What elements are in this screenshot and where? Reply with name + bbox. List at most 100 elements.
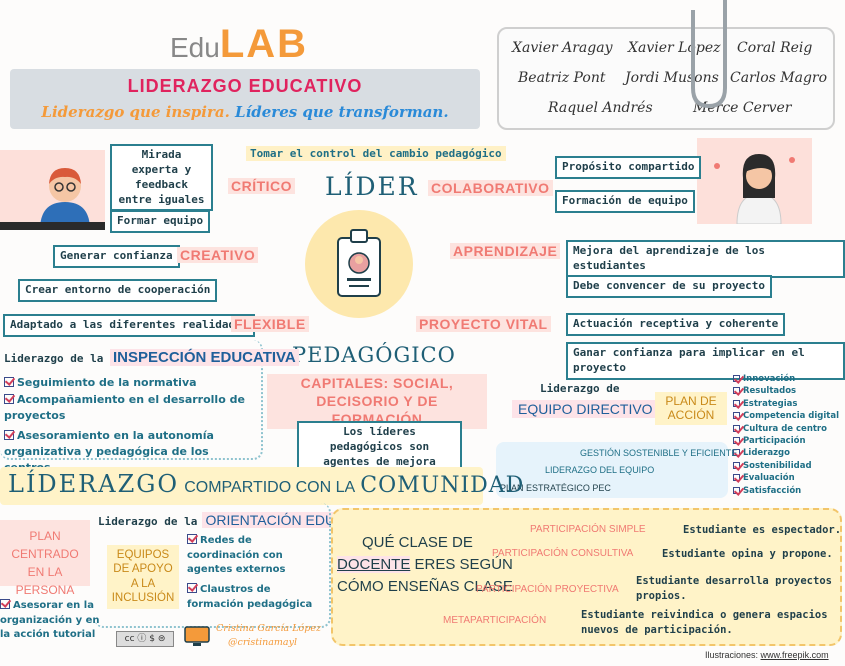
logo: EduLAB — [170, 22, 308, 67]
inspeccion-item-text: Acompañamiento en el desarrollo de proye… — [4, 393, 245, 422]
participacion-desc: Estudiante opina y propone. — [662, 548, 833, 560]
directivo-item: Participación — [733, 435, 843, 447]
participacion-label: METAPARTICIPACIÓN — [443, 615, 547, 626]
footer-link[interactable]: www.freepik.com — [760, 650, 829, 660]
gestion-label: GESTIÓN SOSTENIBLE Y EFICIENTE — [580, 448, 738, 458]
question-line2: DOCENTE ERES SEGÚN — [337, 556, 513, 573]
directivo-item: Sostenibilidad — [733, 460, 843, 472]
inspeccion-title: INSPECCIÓN EDUCATIVA — [109, 349, 299, 366]
directivo-list: Innovación Resultados Estrategias Compet… — [733, 373, 843, 497]
inspeccion-panel — [0, 340, 263, 460]
author: Beatriz Pont — [518, 70, 606, 86]
participacion-label: PARTICIPACIÓN CONSULTIVA — [492, 548, 634, 559]
asesorar-item: Asesorar en la organización y en la acci… — [0, 598, 105, 643]
comunidad-banner — [0, 467, 483, 505]
critico-label: CRÍTICO — [228, 178, 296, 194]
participacion-desc: Estudiante reivindica o genera espacios … — [581, 609, 828, 636]
actuacion-box: Actuación receptiva y coherente — [566, 313, 786, 336]
author: Xavier López — [628, 40, 721, 56]
directivo-item-text: Cultura de centro — [743, 423, 827, 434]
directivo-prefix: Liderazgo de — [540, 382, 620, 395]
slogan-part2: Líderes que transforman. — [235, 103, 449, 121]
directivo-strategy-panel — [496, 442, 728, 498]
orientacion-item-text: Claustros de formación pedagógica — [187, 584, 313, 610]
directivo-item: Innovación — [733, 373, 843, 385]
participacion-label: PARTICIPACIÓN SIMPLE — [530, 524, 646, 535]
directivo-item: Liderazgo — [733, 447, 843, 459]
proposito-box: Propósito compartido — [555, 156, 702, 179]
convencer-box: Debe convencer de su proyecto — [566, 275, 773, 298]
directivo-item-text: Satisfacción — [743, 485, 802, 496]
participacion-desc: Estudiante es espectador. — [683, 524, 842, 536]
authors-panel — [497, 27, 835, 130]
author: Xavier Aragay — [512, 40, 613, 56]
inspeccion-item-text: Seguimiento de la normativa — [17, 376, 197, 389]
directivo-item: Competencia digital — [733, 410, 843, 422]
comunidad-heading: LÍDERAZGO COMPARTIDO CON LA COMUNIDAD — [8, 470, 524, 498]
formar-box: Formar equipo — [110, 210, 211, 233]
liderazgo-equipo-label: LIDERAZGO DEL EQUIPO — [545, 465, 655, 475]
adaptado-box: Adaptado a las diferentes realidades — [3, 314, 256, 337]
plan-pec-label: PLAN ESTRATÉGICO PEC — [500, 483, 611, 493]
orientacion-item: Claustros de formación pedagógica — [187, 582, 322, 612]
participacion-label: PARTICIPACIÓN PROYECTIVA — [476, 584, 619, 595]
author: Jordi Musons — [625, 70, 719, 86]
title-banner — [10, 69, 480, 129]
asesorar-text: Asesorar en la organización y en la acci… — [0, 600, 100, 640]
author: Carlos Magro — [730, 70, 828, 86]
author-handle: @cristinamayl — [228, 637, 297, 648]
inspeccion-item: Asesoramiento en la autonomía organizati… — [4, 428, 259, 476]
directivo-item: Satisfacción — [733, 485, 843, 497]
directivo-item-text: Liderazgo — [743, 448, 790, 459]
footer-credit: Ilustraciones: www.freepik.com — [705, 650, 829, 660]
agentes-box: Los líderes pedagógicos son agentes de m… — [297, 421, 462, 474]
equipos-box: EQUIPOS DE APOYO A LA INCLUSIÓN — [107, 545, 179, 609]
colaborativo-label: COLABORATIVO — [428, 180, 553, 196]
question-line3: CÓMO ENSEÑAS CLASE — [337, 578, 513, 595]
directivo-item-text: Participación — [743, 436, 806, 447]
flexible-label: FLEXIBLE — [231, 316, 309, 332]
author: Coral Reig — [737, 40, 813, 56]
illustration-man — [0, 150, 105, 230]
comunidad-part1: LÍDERAZGO — [8, 470, 180, 498]
inspeccion-item: Seguimiento de la normativa — [4, 375, 259, 391]
computer-icon — [184, 626, 210, 646]
participacion-desc: Estudiante desarrolla proyectos propios. — [636, 575, 832, 602]
cooperacion-box: Crear entorno de cooperación — [18, 279, 218, 302]
id-badge-icon — [337, 229, 381, 297]
lider-heading: LÍDER — [325, 172, 419, 201]
cc-license-icon: cc ⓘ $ ⊜ — [116, 631, 174, 647]
pedagogico-heading: PEDAGÓGICO — [292, 343, 456, 367]
plan-accion: PLAN DE ACCIÓN — [655, 392, 727, 425]
orientacion-item: Redes de coordinación con agentes extern… — [187, 533, 322, 578]
directivo-item-text: Competencia digital — [743, 411, 840, 422]
capitales-label: CAPITALES: SOCIAL, DECISORIO Y DE FORMAC… — [267, 374, 487, 429]
directivo-item: Cultura de centro — [733, 423, 843, 435]
slogan: Liderazgo que inspira. Líderes que trans… — [10, 103, 480, 121]
slogan-part1: Liderazgo que inspira. — [41, 103, 230, 121]
inspeccion-item-text: Asesoramiento en la autonomía organizati… — [4, 429, 214, 474]
plan-centrado: PLAN CENTRADO EN LA PERSONA — [0, 520, 90, 597]
participacion-panel — [331, 508, 842, 646]
inspeccion-prefix: Liderazgo de la — [4, 352, 104, 365]
ganar-box: Ganar confianza para implicar en el proy… — [566, 342, 845, 380]
confianza-box: Generar confianza — [53, 245, 180, 268]
footer-credit-label: Ilustraciones: — [705, 650, 759, 660]
directivo-item: Evaluación — [733, 472, 843, 484]
inspeccion-heading: Liderazgo de la INSPECCIÓN EDUCATIVA — [4, 349, 299, 366]
proyecto-vital-label: PROYECTO VITAL — [416, 316, 551, 332]
mirada-box: Mirada experta y feedback entre iguales — [110, 144, 213, 212]
orientacion-panel — [94, 503, 331, 628]
directivo-item-text: Evaluación — [743, 473, 795, 484]
directivo-item-text: Innovación — [743, 374, 796, 384]
aprendizaje-label: APRENDIZAJE — [450, 243, 561, 259]
question-line1: QUÉ CLASE DE — [362, 534, 473, 551]
directivo-item: Estrategias — [733, 398, 843, 410]
formacion-box: Formación de equipo — [555, 190, 695, 213]
directivo-item-text: Resultados — [743, 386, 797, 397]
paperclip-icon — [691, 0, 727, 109]
badge-circle — [305, 210, 413, 318]
directivo-title: EQUIPO DIRECTIVO — [512, 400, 659, 418]
creativo-label: CREATIVO — [177, 247, 259, 263]
directivo-item-text: Sostenibilidad — [743, 460, 812, 471]
